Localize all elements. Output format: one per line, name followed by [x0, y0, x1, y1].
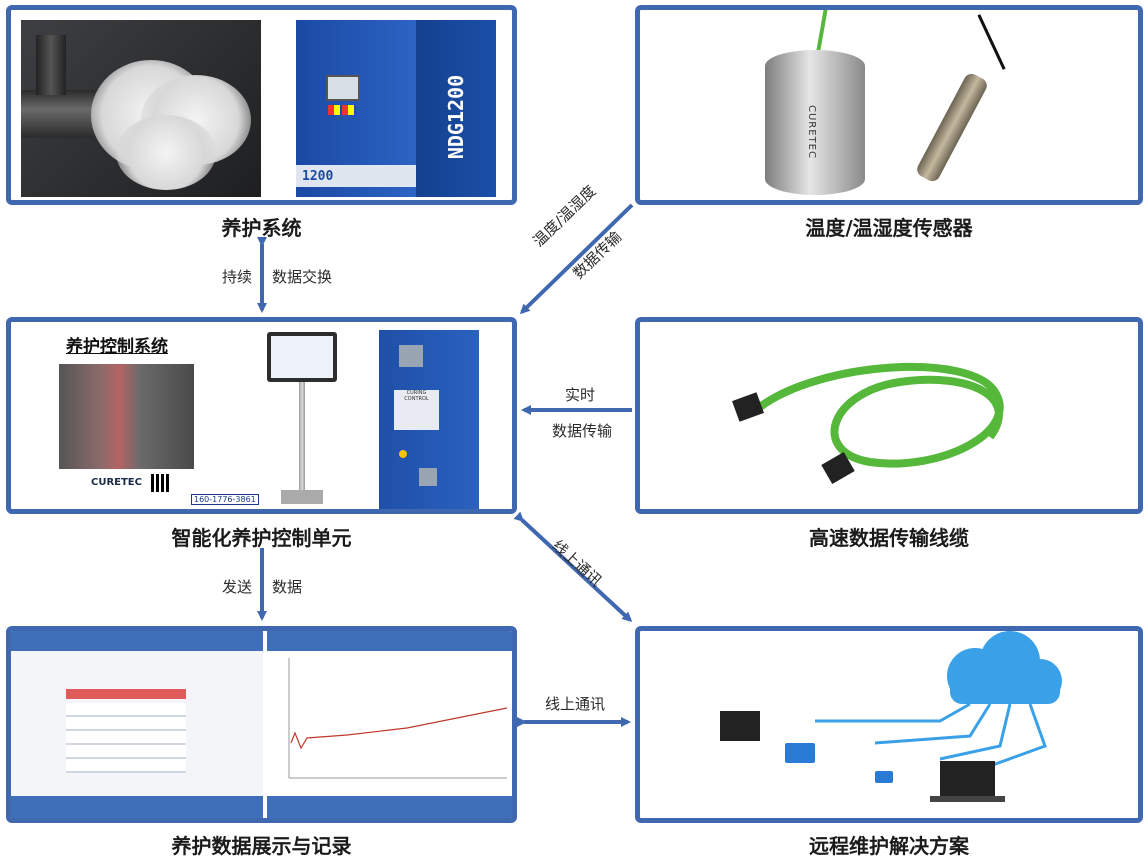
phone-badge: 160-1776-3861: [191, 494, 259, 505]
rj45-connector-top: [732, 392, 764, 422]
control-cabinet: CURING CONTROL: [379, 330, 479, 509]
desktop-computer-icon: [720, 711, 760, 741]
cloud-icon: [947, 631, 1062, 704]
cable-panel: [635, 317, 1143, 514]
steam-generator-side: NDG1200: [416, 20, 496, 197]
phone-icon: [875, 771, 893, 783]
cable-loop: [757, 362, 1004, 468]
curing-system-caption: 养护系统: [221, 216, 302, 240]
steam-photo: [21, 20, 261, 197]
network-cable-drawing: [732, 362, 1004, 485]
sensor-brand: CURETEC: [806, 105, 817, 159]
curetec-logo: CURETEC: [91, 477, 142, 488]
edge-label-data-exchange: 数据交换: [272, 268, 333, 286]
laptop-icon: [930, 761, 1005, 802]
remote-caption: 远程维护解决方案: [809, 834, 969, 858]
cabinet-panel-label: CURING CONTROL: [404, 390, 429, 402]
cabinet-indicator: [399, 450, 407, 458]
data-display-caption: 养护数据展示与记录: [171, 834, 352, 858]
cable-caption: 高速数据传输线缆: [809, 526, 969, 550]
edge-label-continuous: 持续: [222, 268, 253, 286]
hmi-chart-footer: [267, 796, 512, 818]
edge-label-data: 数据: [272, 578, 303, 596]
data-display-panel: [6, 626, 517, 823]
cabinet-screen: [326, 75, 360, 101]
curetec-logo-text: CURETEC: [91, 477, 142, 488]
phone-number: 160-1776-3861: [194, 495, 256, 504]
connection-lines: [815, 702, 1047, 768]
cabinet-front-panel: CURING CONTROL: [394, 390, 439, 430]
poster-title: 养护控制系统: [66, 337, 168, 357]
cable-wire: [816, 10, 828, 50]
hmi-screen-table: [11, 631, 263, 818]
edge-label-sensor-line1: 温度/温湿度: [529, 181, 600, 251]
cabinet-lower-vent: [419, 468, 437, 486]
hmi-header: [11, 631, 263, 651]
edge-label-online-horizontal: 线上通讯: [545, 695, 606, 713]
steam-generator-cabinet: 1200: [296, 20, 416, 197]
monitor-stand: [299, 382, 305, 492]
touch-screen-display: [271, 336, 333, 378]
tablet-icon: [785, 743, 815, 763]
rj45-connector-bottom: [821, 451, 855, 485]
edge-label-cable-transfer: 数据传输: [552, 422, 613, 440]
valve: [36, 35, 66, 95]
curing-system-panel: 1200 NDG1200: [6, 5, 517, 205]
touch-screen-monitor: [267, 332, 337, 382]
machine-model-label: NDG1200: [444, 74, 468, 160]
edge-label-sensor-line2: 数据传输: [569, 227, 626, 283]
edge-label-realtime: 实时: [565, 386, 596, 404]
control-unit-caption: 智能化养护控制单元: [171, 526, 352, 550]
curing-photo: [59, 364, 194, 469]
steam-cloud: [116, 115, 216, 190]
sensor-caption: 温度/温湿度传感器: [805, 216, 973, 240]
control-unit-panel: 养护控制系统 CURETEC 160-1776-3861 CURING CONT…: [6, 317, 517, 514]
cabinet-vent: [399, 345, 423, 367]
hmi-grid: [66, 703, 186, 773]
humidity-probe: [914, 71, 990, 184]
hmi-trend-line: [288, 658, 508, 779]
monitor-base: [281, 490, 323, 504]
qr-code: [151, 474, 169, 492]
sensor-housing: CURETEC: [765, 50, 865, 195]
edge-label-send: 发送: [222, 578, 253, 596]
sensor-panel: CURETEC: [635, 5, 1143, 205]
hmi-chart-header: [267, 631, 512, 651]
hmi-red-row: [66, 689, 186, 699]
probe-cable: [977, 14, 1006, 70]
cabinet-buttons: [328, 105, 356, 115]
machine-badge: 1200: [296, 165, 416, 187]
hmi-footer: [11, 796, 263, 818]
cloud-network-drawing: [720, 631, 1062, 802]
remote-panel: [635, 626, 1143, 823]
hmi-screen-chart: [267, 631, 512, 818]
edge-label-online-diag: 线上通讯: [548, 536, 606, 591]
